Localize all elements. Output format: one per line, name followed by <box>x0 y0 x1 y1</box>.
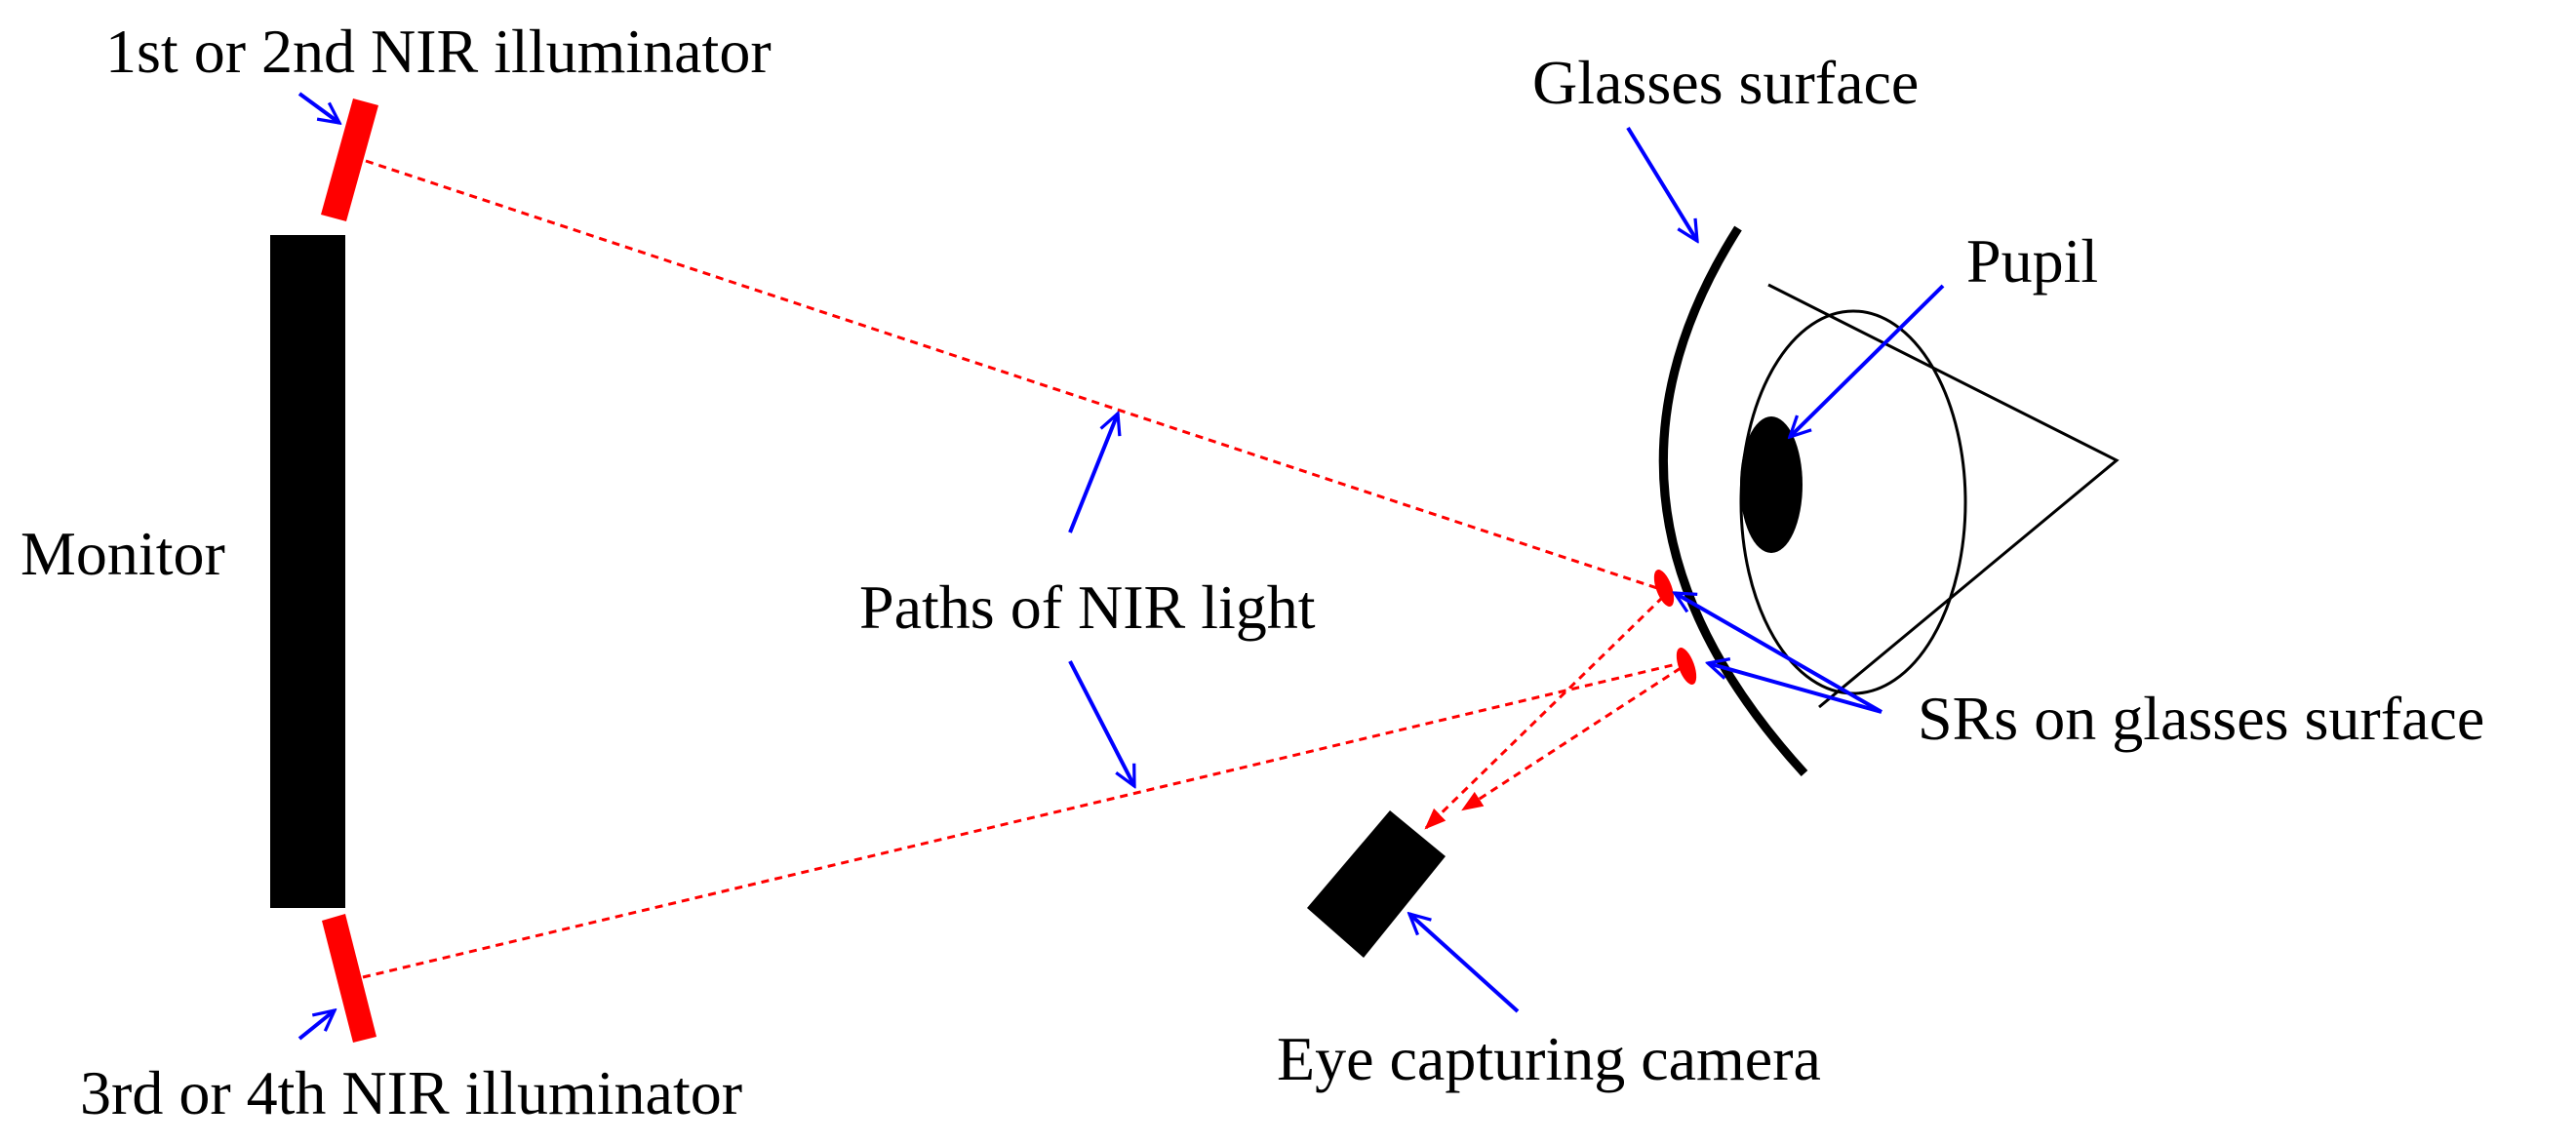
specular-reflection-1 <box>1653 570 1675 607</box>
arrow-sr-2 <box>1708 663 1882 714</box>
label-camera: Eye capturing camera <box>1277 1024 1821 1093</box>
illuminator-top <box>321 99 378 221</box>
arrow-glasses <box>1626 126 1697 241</box>
monitor-bar <box>270 235 345 908</box>
reflection-path-2 <box>1461 666 1682 811</box>
arrow-pupil <box>1790 284 1945 437</box>
arrow-paths-lower <box>1068 660 1136 786</box>
specular-reflection-2 <box>1676 648 1697 685</box>
eyeball-outline <box>1739 309 1967 695</box>
arrow-sr-1 <box>1675 593 1882 714</box>
label-illuminator-bottom: 3rd or 4th NIR illuminator <box>80 1058 742 1127</box>
glasses-surface <box>1658 225 1808 777</box>
light-path-bottom <box>362 661 1682 979</box>
illuminator-bottom <box>322 914 376 1043</box>
label-illuminator-top: 1st or 2nd NIR illuminator <box>105 17 772 86</box>
label-monitor: Monitor <box>20 519 225 588</box>
pointer-arrows <box>297 92 1945 1041</box>
label-srs: SRs on glasses surface <box>1918 684 2484 753</box>
arrow-camera <box>1409 914 1520 1013</box>
arrow-paths-upper <box>1068 414 1118 533</box>
nir-light-paths <box>362 159 1682 979</box>
pupil <box>1740 416 1803 553</box>
label-pupil: Pupil <box>1966 226 2098 296</box>
label-paths: Paths of NIR light <box>859 572 1316 642</box>
arrow-illum-top <box>297 92 339 123</box>
eye-cone <box>1767 283 2120 709</box>
eye-capturing-camera <box>1307 810 1446 958</box>
reflection-path-1 <box>1424 595 1665 830</box>
arrow-illum-bottom <box>297 1010 335 1041</box>
label-glasses: Glasses surface <box>1532 48 1919 117</box>
light-path-top <box>365 159 1664 592</box>
